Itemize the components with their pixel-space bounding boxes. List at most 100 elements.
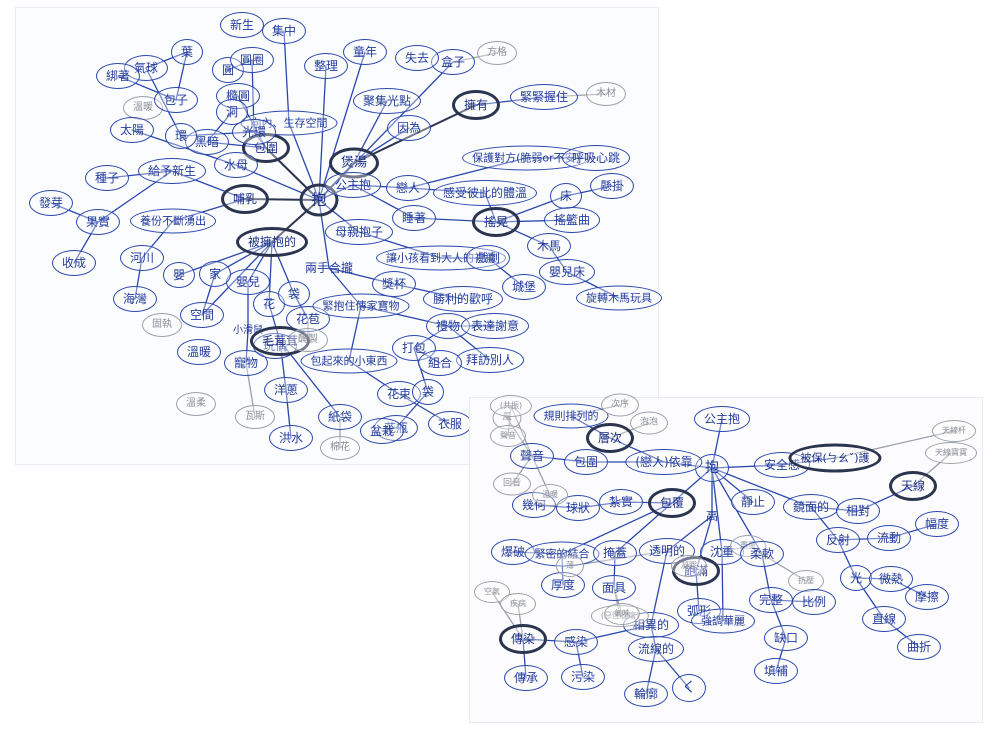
- mindmap-2-node-tiny5: 溫暖: [532, 484, 568, 506]
- mindmap-2-node-soft: 柔軟: [739, 541, 785, 567]
- mindmap-1-link-hug-arrange: [318, 65, 327, 201]
- mindmap-1-node-because: 因為: [386, 115, 432, 141]
- mindmap-1-node-bag2: 袋: [411, 379, 445, 405]
- mindmap-2-node-gel: 凝膠: [671, 555, 707, 577]
- mindmap-1-node-trophy: 獎杯: [371, 271, 417, 297]
- mindmap-1-node-flood: 洪水: [268, 425, 314, 451]
- mindmap-1-node-warmth2: 溫暖: [176, 339, 222, 365]
- mindmap-1-node-sleep: 睡著: [391, 205, 437, 231]
- mindmap-1-node-feel: 感受彼此的體溫: [432, 180, 538, 206]
- mindmap-2-node-shape: 輪廓: [623, 681, 669, 707]
- mindmap-1-node-cradle: 嬰兒床: [538, 259, 596, 285]
- mindmap-1-node-stubborn: 固執: [142, 313, 182, 337]
- mindmap-1-node-mother: 母親抱子: [324, 219, 394, 245]
- mindmap-1-node-gentle: 溫柔: [176, 392, 216, 416]
- mindmap-1-node-seasoning: 醃製: [288, 328, 328, 352]
- mindmap-1-node-lose: 失去: [394, 45, 440, 71]
- mindmap-2-node-tiny2: 疾病: [500, 593, 536, 615]
- mindmap-2-node-flow: 流動: [866, 525, 912, 551]
- mindmap-2-node-bend: 曲折: [896, 634, 942, 660]
- mindmap-2-node-spread: 傳染: [498, 624, 548, 654]
- mindmap-1-node-square: 方格: [477, 41, 517, 65]
- mindmap-1-node-tight: 緊緊握住: [509, 84, 579, 110]
- mindmap-1-node-lumber: 木材: [586, 82, 626, 106]
- mindmap-2-node-friction: 摩擦: [904, 584, 950, 610]
- mindmap-2-node-cover: 掩蓋: [592, 540, 638, 566]
- mindmap-1-node-visit: 拜訪別人: [455, 347, 525, 373]
- mindmap-2-node-bag: 包覆: [647, 488, 697, 518]
- mindmap-1-link-hug-child: [318, 51, 366, 201]
- mindmap-2-node-light: 光: [839, 565, 873, 591]
- mindmap-1-node-horse: 木馬: [526, 233, 572, 259]
- mindmap-2-node-layer: 層次: [585, 423, 635, 453]
- mindmap-2-node-order: 次序: [600, 393, 640, 417]
- mindmap-2-node-gap: 缺口: [763, 625, 809, 651]
- mindmap-1-node-hello: 表達謝意: [460, 313, 530, 339]
- mindmap-1-node-ring: 環: [164, 123, 198, 149]
- mindmap-1-node-round: 圓圈: [229, 47, 275, 73]
- mindmap-canvas-2: 抱公主抱(戀人)依靠層次規則排列的次序泡泡包圍聲音回音風(共振)聲音安全感被保(…: [470, 393, 982, 722]
- mindmap-2-node-small1: (共振): [489, 395, 533, 417]
- mindmap-2-node-tag2: 天線寶寶: [925, 442, 977, 464]
- mindmap-1-node-pro: 嬰兒: [225, 269, 271, 295]
- mindmap-1-link-towards-center: [283, 30, 290, 124]
- mindmap-2-node-straight: 直線: [861, 606, 907, 632]
- mindmap-2-node-tiny4: 氣味: [604, 603, 640, 625]
- mindmap-1-node-lullaby: 搖籃曲: [543, 207, 601, 233]
- mindmap-2-node-reflect: 反射: [815, 527, 861, 553]
- mindmap-2-node-pollute: 污染: [560, 664, 606, 690]
- mindmap-2-node-bubble: 泡泡: [629, 411, 669, 435]
- mindmap-1-node-onion: 洋蔥: [263, 377, 309, 403]
- mindmap-1-node-box: 盒子: [430, 49, 476, 75]
- mindmap-1-node-jellyfish: 水母: [213, 152, 259, 178]
- mindmap-2-node-emphasize: 強調華麗: [691, 608, 755, 634]
- mindmap-2-node-tag1: 天線杆: [932, 420, 976, 442]
- mindmap-2-node-guard: 被保(ㄅㄠˇ)護: [788, 443, 882, 473]
- mindmap-1-node-gift: 禮物: [425, 313, 471, 339]
- mindmap-1-node-home: 家: [198, 261, 232, 287]
- mindmap-2-node-static: 靜止: [730, 489, 776, 515]
- mindmap-canvas-1: 抱煲湯因為擁有緊緊握住木材聚集光點盒子方格失去童年整理集中新生向內、生存空間包圍…: [16, 8, 662, 464]
- mindmap-1-node-give: 給予新生: [137, 158, 207, 184]
- mindmap-2-node-infect: 感染: [553, 629, 599, 655]
- mindmap-1-node-center: 集中: [261, 18, 307, 44]
- mindmap-1-node-delta: 海灣: [112, 286, 158, 312]
- mindmap-2-node-fill: 填補: [753, 658, 799, 684]
- mindmap-1-node-drama: 戲劇: [465, 245, 511, 271]
- mindmap-1-node-leaf: 葉: [170, 39, 204, 65]
- mindmap-2-node-bracket: く: [672, 674, 706, 702]
- mindmap-1-node-have: 擁有: [451, 90, 501, 120]
- mindmap-1-node-victory: 勝利的歡呼: [422, 286, 504, 312]
- mindmap-2-node-thin: 薄: [556, 555, 584, 577]
- mindmap-1-node-river: 河川: [119, 245, 165, 271]
- mindmap-1-node-bed: 床: [549, 183, 583, 209]
- mindmap-2-node-face: 面具: [591, 575, 637, 601]
- mindmap-2-node-mirror: 鏡面的: [782, 494, 840, 520]
- mindmap-2-node-relative: 相對: [835, 498, 881, 524]
- mindmap-1-node-treasure: 緊抱住傳家寶物: [312, 293, 410, 319]
- mindmap-1-node-nurture: 養份不斷湧出: [130, 208, 216, 234]
- mindmap-1-node-lover: 戀人: [385, 175, 431, 201]
- mindmap-1-node-smallthing: 包起來的小東西: [300, 348, 398, 374]
- mindmap-1-node-arrange: 整理: [303, 53, 349, 79]
- mindmap-1-node-wrapped: 包子: [153, 87, 199, 113]
- mindmap-1-node-princess: 公主抱: [324, 172, 382, 198]
- mindmap-1-node-pouch: 袋: [277, 281, 311, 307]
- mindmap-1-node-feed: 哺乳: [220, 184, 270, 214]
- mindmap-1-node-newborn: 新生: [219, 12, 265, 38]
- mindmap-2-node-hug2: 抱: [695, 454, 729, 482]
- mindmap-1-node-cottoncandy: 棉花: [320, 436, 360, 460]
- mindmap-1-node-breath: 呼吸心跳: [561, 145, 631, 171]
- mindmap-2-node-tiny1: 空氣: [474, 581, 510, 603]
- mindmap-1-node-mouse: 小滑鼠: [233, 325, 263, 336]
- mindmap-2-node-echo: 回音: [492, 472, 532, 496]
- mindmap-1-node-toy: 旋轉木馬玩具: [576, 285, 662, 311]
- mindmap-1-node-harvest: 收成: [51, 250, 97, 276]
- mindmap-2-node-complete: 完整: [748, 587, 794, 613]
- mindmap-1-node-gather: 聚集光點: [352, 88, 422, 114]
- mindmap-1-node-baby: 嬰: [162, 262, 196, 288]
- mindmap-2-node-pass: 傳承: [503, 665, 549, 691]
- mindmap-1-node-dew: 發芽: [28, 190, 74, 216]
- mindmap-1-node-space: 空間: [179, 302, 225, 328]
- mindmap-2-node-princess2: 公主抱: [693, 406, 751, 432]
